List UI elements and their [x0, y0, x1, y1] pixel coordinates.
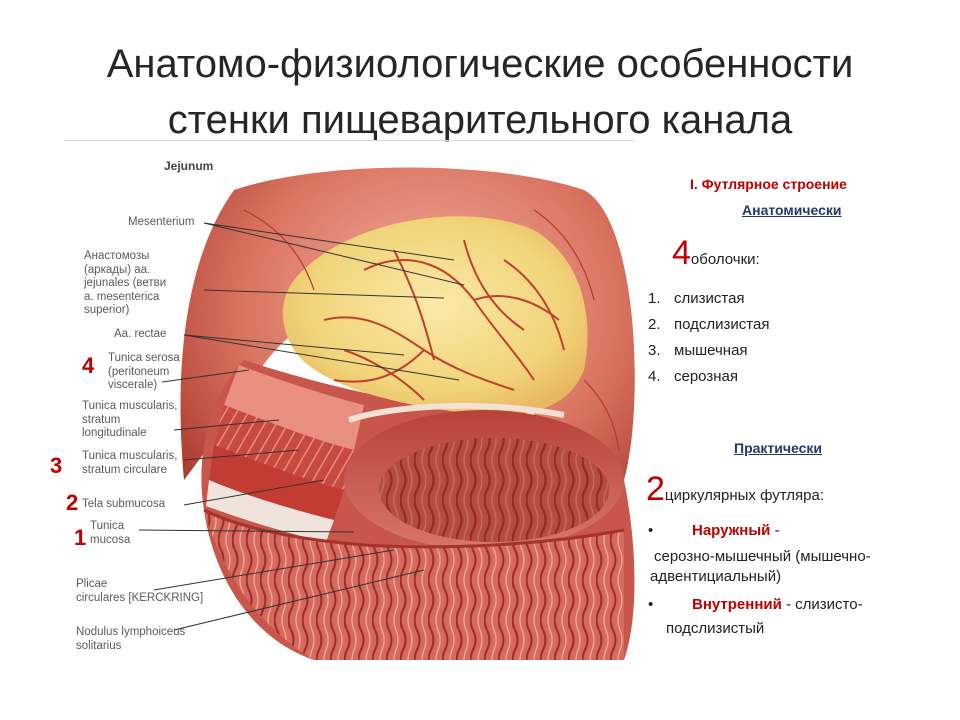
practically-heading: Практически	[734, 440, 822, 456]
label-plicae-line: Plicae	[76, 578, 108, 590]
label-anastomoses-line: superior)	[84, 304, 130, 316]
list-text: подслизистая	[674, 316, 770, 333]
inner-case-item: • Внутренний - слизисто-	[648, 596, 863, 613]
label-plicae-circulares: Plicae circulares [KERCKRING]	[76, 578, 203, 605]
list-text: мышечная	[674, 342, 748, 359]
layer-number-2: 2	[66, 490, 79, 515]
label-serosa-line: Tunica serosa	[108, 352, 180, 364]
label-plicae-line: circulares [KERCKRING]	[76, 591, 204, 604]
shells-line: 4оболочки:	[672, 234, 760, 273]
list-num: 2.	[648, 316, 661, 333]
layer-number-4: 4	[82, 353, 95, 378]
layer-number-1: 1	[74, 525, 87, 550]
label-anastomoses-line: jejunales (ветви	[84, 277, 167, 289]
jejunum-drawing	[138, 167, 635, 660]
list-text: серозная	[674, 368, 738, 385]
label-nodulus-line: Nodulus lymphoiceus	[76, 626, 186, 638]
shells-word: оболочки:	[690, 251, 760, 268]
shells-count: 4	[672, 234, 691, 272]
anatomically-heading: Анатомически	[742, 202, 842, 218]
bullet: •	[648, 522, 654, 539]
label-muscularis-longitudinale: Tunica muscularis, stratum longitudinale	[82, 400, 177, 441]
slide-title: Анатомо-физиологические особенности стен…	[0, 36, 960, 148]
label-muscularis-circulare: Tunica muscularis, stratum circulare	[82, 450, 177, 477]
title-divider	[64, 140, 634, 141]
label-anastomoses-line: Анастомозы	[84, 250, 150, 262]
outer-case-item: • Наружный -	[648, 522, 780, 539]
label-nodulus-line: solitarius	[76, 639, 122, 652]
label-serosa-line: viscerale)	[108, 379, 158, 391]
info-heading: I. Футлярное строение	[690, 176, 847, 192]
layer-number-3: 3	[50, 453, 63, 478]
cases-line: 2циркулярных футляра:	[646, 470, 824, 509]
label-tela-submucosa: Tela submucosa	[82, 498, 166, 510]
label-anastomoses-line: a. mesenterica	[84, 290, 160, 303]
shells-list-item: 4. серозная	[648, 364, 769, 390]
list-num: 1.	[648, 290, 661, 307]
label-aa-rectae: Aa. rectae	[114, 328, 167, 340]
inner-case-desc-2: подслизистый	[666, 620, 765, 637]
label-anastomoses: Анастомозы (аркады) aa. jejunales (ветви…	[84, 250, 166, 318]
fig-heading-jejunum: Jejunum	[164, 159, 214, 173]
list-num: 4.	[648, 368, 661, 385]
label-mucosa-line: Tunica	[90, 520, 125, 532]
label-musc-long-line: Tunica muscularis,	[82, 400, 178, 412]
shells-list-item: 1. слизистая	[648, 286, 769, 312]
bullet: •	[648, 596, 654, 613]
outer-case-desc-1: серозно-мышечный (мышечно-	[654, 548, 871, 565]
label-mesenterium: Mesenterium	[128, 216, 195, 228]
inner-case-desc-1: - слизисто-	[781, 596, 863, 613]
cases-count: 2	[646, 470, 665, 508]
shells-list: 1. слизистая 2. подслизистая 3. мышечная 4.…	[648, 286, 769, 390]
shells-list-item: 3. мышечная	[648, 338, 769, 364]
slide-title-line-2: стенки пищеварительного канала	[167, 98, 793, 142]
label-musc-circ-line: Tunica muscularis,	[82, 450, 178, 462]
outer-case-label: Наружный	[692, 522, 771, 539]
label-musc-long-line: longitudinale	[82, 427, 147, 439]
inner-case-label: Внутренний	[692, 596, 782, 613]
label-serosa-line: (peritoneum	[108, 365, 170, 378]
cases-word: циркулярных футляра:	[664, 487, 825, 504]
label-anastomoses-line: (аркады) aa.	[84, 263, 151, 276]
list-num: 3.	[648, 342, 661, 359]
outer-case-dash: -	[770, 522, 780, 539]
list-text: слизистая	[674, 290, 745, 307]
label-musc-long-line: stratum	[82, 413, 121, 426]
shells-list-item: 2. подслизистая	[648, 312, 769, 338]
label-tunica-mucosa: Tunica mucosa	[90, 520, 130, 547]
slide-title-line-1: Анатомо-физиологические особенности	[106, 42, 854, 86]
label-mucosa-line: mucosa	[90, 533, 131, 546]
label-tunica-serosa: Tunica serosa (peritoneum viscerale)	[108, 352, 180, 393]
label-musc-circ-line: stratum circulare	[82, 463, 167, 476]
outer-case-desc-2: адвентициальный)	[650, 568, 782, 585]
label-nodulus-lymphoiceus: Nodulus lymphoiceus solitarius	[76, 626, 185, 653]
jejunum-illustration: Jejunum Mesenterium Анастомозы (аркады) …	[50, 150, 638, 660]
